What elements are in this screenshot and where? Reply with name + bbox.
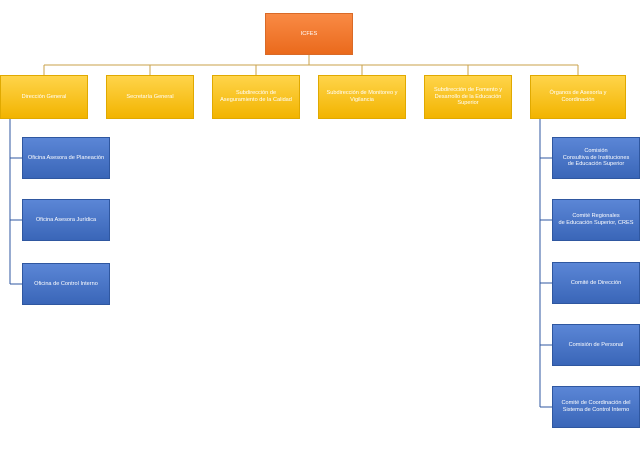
node-subdireccion-fomento[interactable]: Subdirección de Fomento y Desarrollo de … [424, 75, 512, 119]
node-oficina-planeacion[interactable]: Oficina Asesora de Planeación [22, 137, 110, 179]
node-direccion-general[interactable]: Dirección General [0, 75, 88, 119]
node-comite-regionales[interactable]: Comité Regionales de Educación Superior,… [552, 199, 640, 241]
node-subdireccion-aseguramiento[interactable]: Subdirección de Aseguramiento de la Cali… [212, 75, 300, 119]
node-secretaria-general[interactable]: Secretaría General [106, 75, 194, 119]
node-subdireccion-monitoreo[interactable]: Subdirección de Monitoreo y Vigilancia [318, 75, 406, 119]
node-comision-personal[interactable]: Comisión de Personal [552, 324, 640, 366]
node-oficina-juridica[interactable]: Oficina Asesora Jurídica [22, 199, 110, 241]
node-comision-consultiva[interactable]: Comisión Consultiva de Instituciones de … [552, 137, 640, 179]
node-organos-asesoria[interactable]: Órganos de Asesoría y Coordinación [530, 75, 626, 119]
node-comite-direccion[interactable]: Comité de Dirección [552, 262, 640, 304]
node-oficina-control-interno[interactable]: Oficina de Control Interno [22, 263, 110, 305]
node-icfes[interactable]: ICFES [265, 13, 353, 55]
node-comite-coordinacion[interactable]: Comité de Coordinación del Sistema de Co… [552, 386, 640, 428]
